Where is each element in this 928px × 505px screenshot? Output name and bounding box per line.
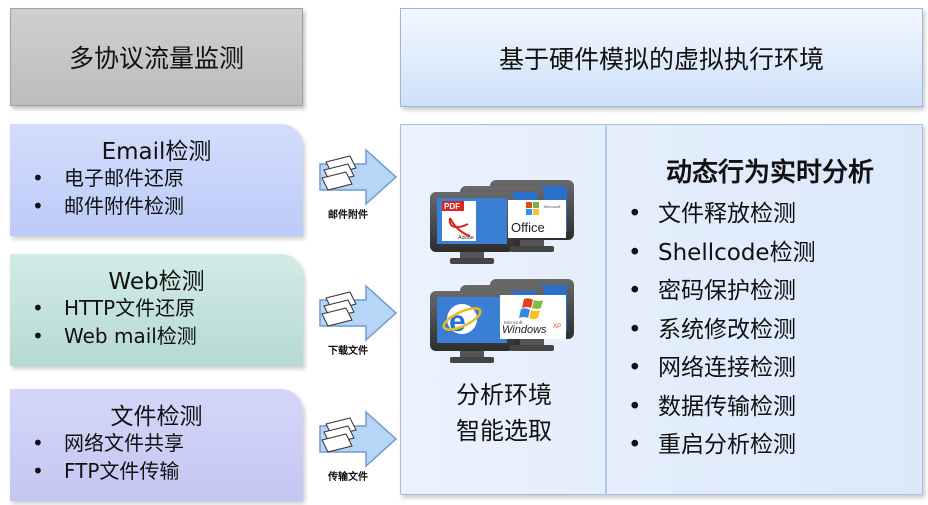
web-card-list: •HTTP文件还原 •Web mail检测 [32, 294, 197, 350]
list-item: •数据传输检测 [628, 393, 796, 420]
arrow-caption: 传输文件 [328, 472, 368, 483]
email-card-title: Email检测 [101, 139, 212, 165]
env-label-line1: 分析环境 [456, 381, 552, 409]
panel-divider [605, 124, 607, 495]
svg-text:PDF: PDF [444, 202, 460, 211]
svg-text:Windows: Windows [502, 324, 547, 336]
svg-text:Microsoft: Microsoft [544, 204, 561, 209]
list-item: •重启分析检测 [628, 432, 796, 458]
list-item: •文件释放检测 [628, 201, 796, 227]
virtual-env-header: 基于硬件模拟的虚拟执行环境 [400, 8, 923, 107]
list-item: •系统修改检测 [628, 316, 796, 343]
monitor-stack-icon: PDF Adobe Office Microsoft [430, 180, 574, 264]
web-card-title: Web检测 [108, 269, 205, 295]
svg-text:XP: XP [553, 324, 561, 330]
document-arrow-icon [319, 410, 398, 468]
list-item: •网络文件共享 [32, 431, 184, 455]
email-detection-card: Email检测 •电子邮件还原 •邮件附件检测 [10, 124, 303, 236]
list-item: •邮件附件检测 [32, 194, 184, 218]
file-detection-card: 文件检测 •网络文件共享 •FTP文件传输 [10, 389, 303, 501]
list-item: •Shellcode检测 [628, 239, 816, 266]
monitor-stack-icon: e Microsoft Windows XP [430, 279, 574, 363]
list-item: •HTTP文件还原 [32, 296, 196, 320]
monitors-office-pdf: PDF Adobe Office Microsoft [420, 178, 595, 268]
list-item: •FTP文件传输 [32, 459, 180, 483]
file-card-list: •网络文件共享 •FTP文件传输 [32, 429, 184, 485]
arrow-transfer-file: 传输文件 [316, 410, 398, 488]
env-label-line2: 智能选取 [456, 417, 552, 445]
virtual-env-title: 基于硬件模拟的虚拟执行环境 [498, 44, 824, 74]
document-arrow-icon [319, 284, 398, 342]
list-item: •网络连接检测 [628, 355, 796, 381]
dynamic-analysis-list: •文件释放检测 •Shellcode检测 •密码保护检测 •系统修改检测 •网络… [628, 198, 816, 468]
arrow-download-file: 下载文件 [316, 284, 398, 362]
web-detection-card: Web检测 •HTTP文件还原 •Web mail检测 [10, 254, 303, 366]
internet-explorer-icon: e [442, 304, 482, 338]
file-card-title: 文件检测 [110, 404, 203, 430]
arrow-caption: 下载文件 [328, 346, 368, 357]
svg-text:Microsoft: Microsoft [504, 320, 523, 325]
monitors-windows-ie: e Microsoft Windows XP [420, 277, 595, 367]
list-item: •密码保护检测 [628, 278, 796, 304]
dynamic-analysis-title: 动态行为实时分析 [665, 158, 874, 188]
protocol-monitor-header: 多协议流量监测 [10, 8, 303, 106]
protocol-monitor-title: 多协议流量监测 [68, 44, 244, 73]
list-item: •电子邮件还原 [32, 166, 184, 190]
arrow-email-attachment: 邮件附件 [316, 148, 398, 226]
email-card-list: •电子邮件还原 •邮件附件检测 [32, 164, 184, 220]
document-arrow-icon [319, 148, 398, 206]
svg-text:Adobe: Adobe [458, 235, 474, 241]
arrow-caption: 邮件附件 [328, 210, 368, 221]
svg-text:Office: Office [511, 220, 545, 235]
list-item: •Web mail检测 [32, 324, 197, 348]
